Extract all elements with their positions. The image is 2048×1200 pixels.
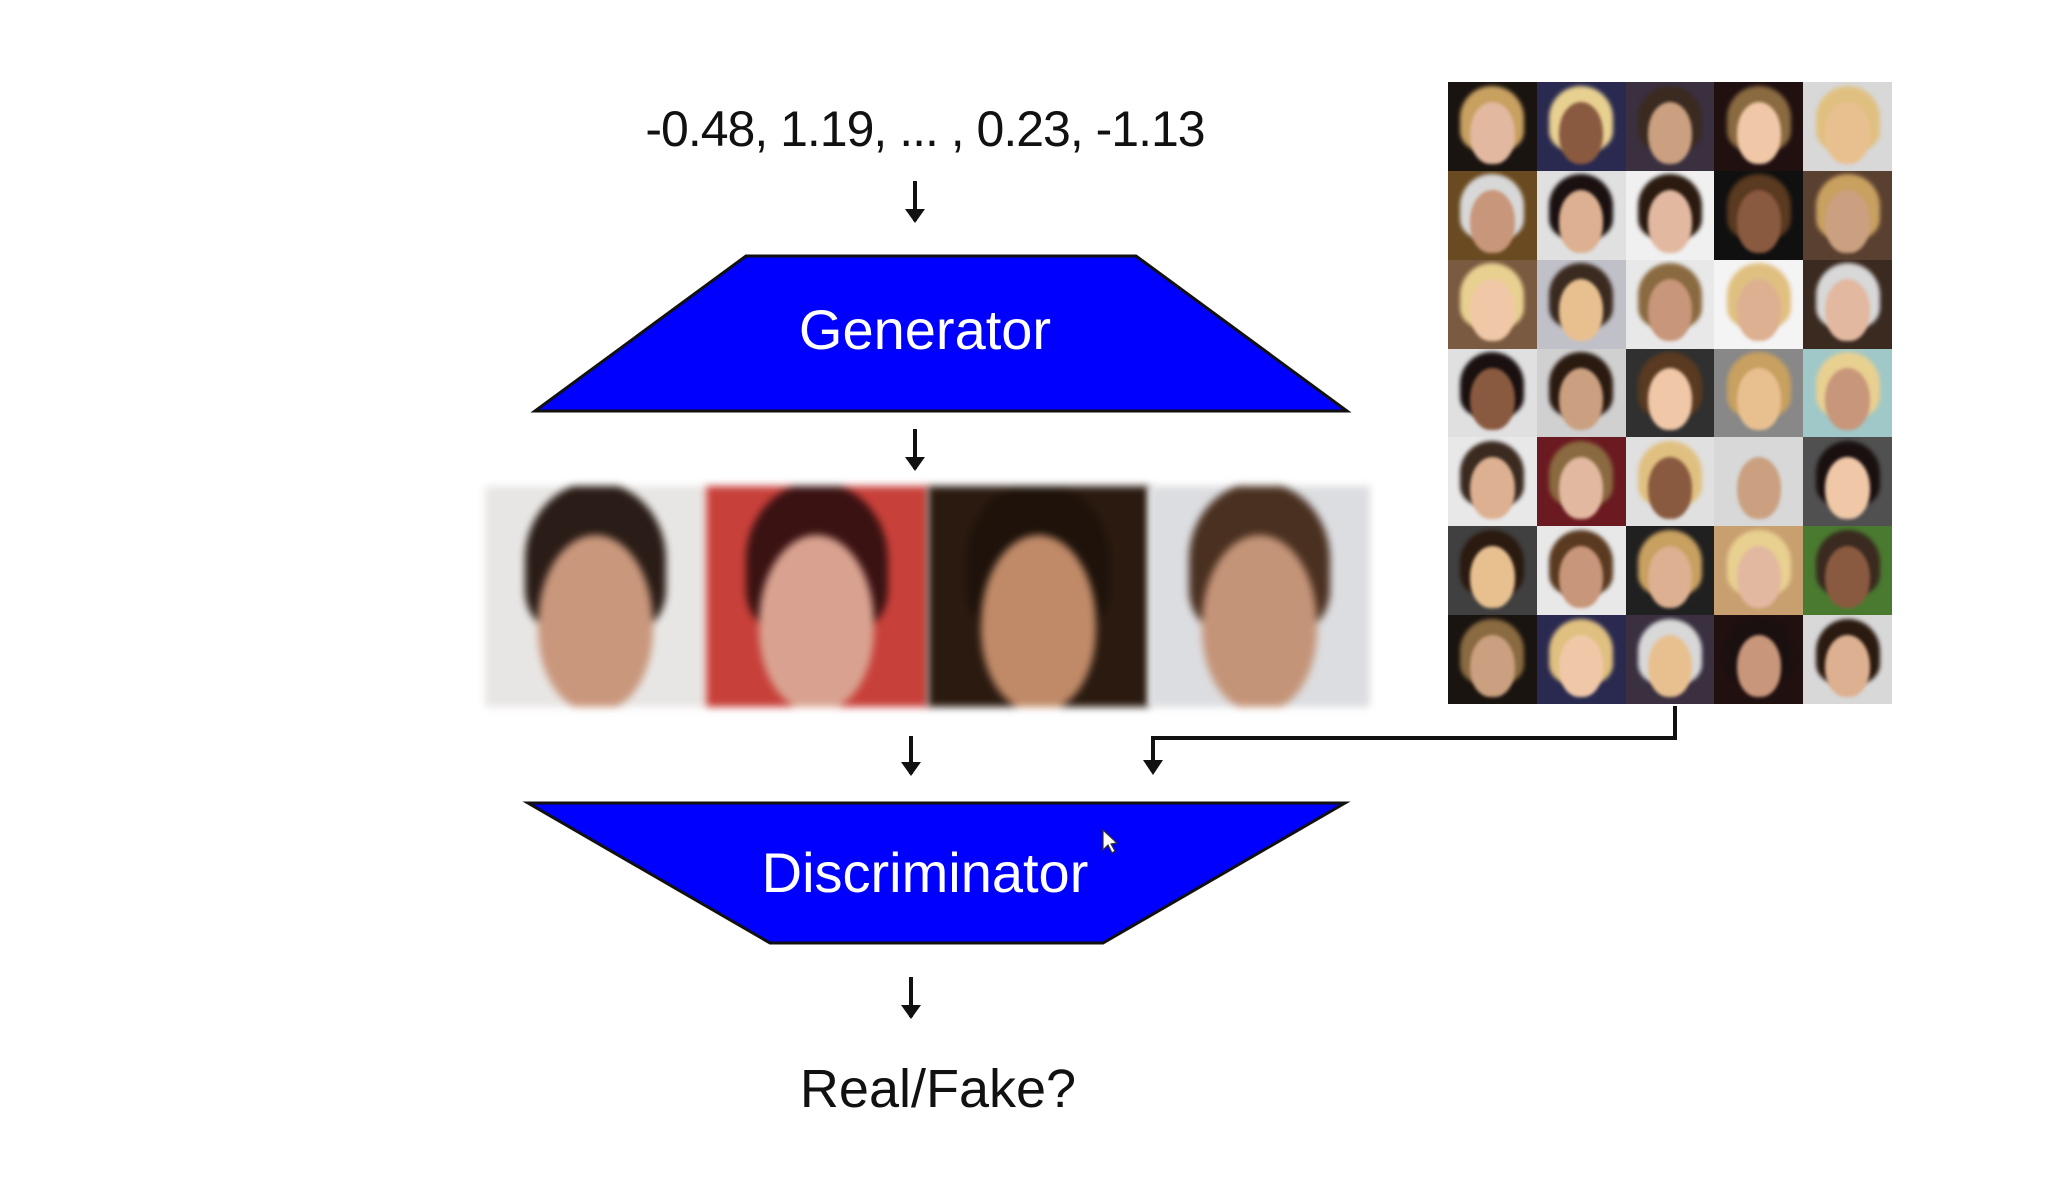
real-face-image — [1625, 170, 1715, 260]
real-face-image — [1625, 82, 1715, 171]
real-face-image — [1536, 526, 1626, 616]
real-face-image — [1536, 82, 1626, 171]
real-face-image — [1448, 82, 1537, 171]
real-face-image — [1448, 437, 1537, 527]
real-face-image — [1448, 615, 1537, 704]
real-face-image — [1803, 615, 1892, 704]
real-face-image — [1714, 526, 1804, 616]
real-face-image — [1448, 259, 1537, 349]
real-faces-grid — [1448, 82, 1892, 704]
generator-trapezoid — [530, 254, 1352, 413]
generated-face-image — [485, 486, 707, 707]
real-face-image — [1714, 615, 1804, 704]
real-face-image — [1803, 348, 1892, 438]
real-face-image — [1448, 348, 1537, 438]
real-face-image — [1803, 259, 1892, 349]
real-face-image — [1714, 437, 1804, 527]
discriminator-label: Discriminator — [761, 841, 1089, 904]
cursor-icon — [1102, 828, 1119, 854]
discriminator-trapezoid — [522, 801, 1351, 945]
real-face-image — [1625, 526, 1715, 616]
generated-face-image — [1148, 486, 1370, 707]
generator-label: Generator — [798, 298, 1052, 361]
connector-arrowhead-icon — [1143, 760, 1163, 775]
real-fake-output-label: Real/Fake? — [799, 1059, 1077, 1119]
arrow-down-icon — [901, 977, 921, 1019]
real-face-image — [1803, 170, 1892, 260]
real-face-image — [1448, 526, 1537, 616]
real-face-image — [1625, 615, 1715, 704]
real-face-image — [1536, 615, 1626, 704]
real-face-image — [1536, 437, 1626, 527]
arrow-down-icon — [905, 181, 925, 223]
real-face-image — [1714, 82, 1804, 171]
arrow-down-icon — [905, 429, 925, 471]
real-face-image — [1625, 348, 1715, 438]
real-face-image — [1714, 259, 1804, 349]
generated-face-image — [927, 486, 1149, 707]
arrow-down-icon — [901, 736, 921, 776]
real-face-image — [1803, 82, 1892, 171]
real-face-image — [1714, 170, 1804, 260]
real-face-image — [1625, 437, 1715, 527]
latent-vector-text: -0.48, 1.19, ... , 0.23, -1.13 — [645, 101, 1205, 157]
real-face-image — [1625, 259, 1715, 349]
real-data-connector — [1151, 706, 1677, 762]
real-face-image — [1714, 348, 1804, 438]
real-face-image — [1803, 526, 1892, 616]
real-face-image — [1448, 170, 1537, 260]
generated-faces-strip — [485, 486, 1370, 707]
real-face-image — [1536, 348, 1626, 438]
real-face-image — [1536, 170, 1626, 260]
generated-face-image — [706, 486, 928, 707]
real-face-image — [1803, 437, 1892, 527]
real-face-image — [1536, 259, 1626, 349]
